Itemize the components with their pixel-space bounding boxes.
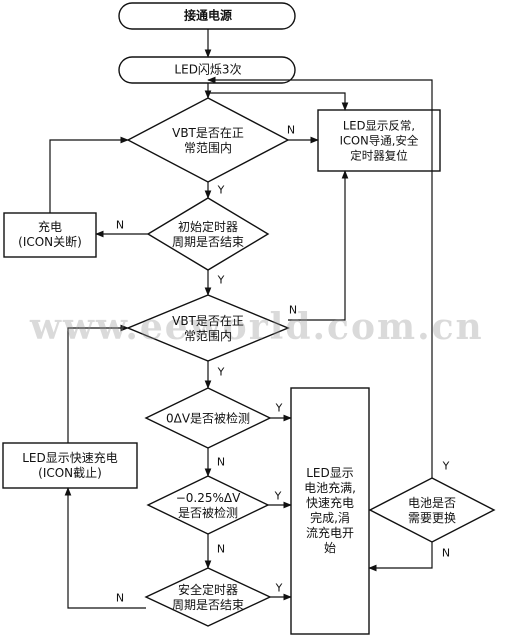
pct-yes-label: Y bbox=[274, 489, 282, 503]
delta-v-label: 0ΔV是否被检测 bbox=[165, 411, 251, 426]
init-yes-label: Y bbox=[217, 273, 225, 287]
battery-replace-label: 电池是否 需要更换 bbox=[407, 496, 457, 525]
edge-abnormal-loop-back bbox=[208, 92, 349, 111]
led-full-label: LED显示 电池充满, 快速充电 完成,涓 流充电开 始 bbox=[304, 466, 356, 555]
edge-safety-no-to-fast bbox=[64, 487, 146, 609]
init-no-label: N bbox=[115, 218, 125, 232]
dv-no-label: N bbox=[216, 455, 226, 469]
safety-timer-label: 安全定时器 周期是否结束 bbox=[171, 583, 245, 612]
safety-timer-diamond bbox=[144, 567, 272, 627]
led-fast-label: LED显示快速充电 (ICON截止) bbox=[22, 451, 118, 480]
replace-yes-label: Y bbox=[442, 459, 450, 473]
led-flash-label: LED闪烁3次 bbox=[174, 62, 242, 77]
vbt2-yes-label: Y bbox=[217, 365, 225, 379]
start-terminal bbox=[118, 2, 296, 30]
led-abnormal-label: LED显示反常, ICON导通,安全 定时器复位 bbox=[339, 118, 419, 163]
edge-fast-back-to-vbt2 bbox=[67, 324, 129, 443]
edge-charge-back-to-vbt1 bbox=[49, 136, 129, 213]
vbt-check1-label: VBT是否在正 常范围内 bbox=[172, 126, 244, 155]
charge-label: 充电 (ICON关断) bbox=[18, 220, 82, 249]
led-full-box bbox=[290, 387, 370, 635]
pct-no-label: N bbox=[216, 542, 226, 556]
edge-replace-yes-loop bbox=[207, 76, 433, 478]
vbt2-no-label: N bbox=[288, 303, 298, 317]
init-timer-label: 初始定时器 周期是否结束 bbox=[171, 220, 245, 249]
led-fast-box bbox=[2, 442, 138, 489]
vbt1-no-label: N bbox=[286, 123, 296, 137]
safety-no-label: N bbox=[115, 591, 125, 605]
dv-yes-label: Y bbox=[275, 401, 283, 415]
vbt1-yes-label: Y bbox=[217, 183, 225, 197]
start-label: 接通电源 bbox=[183, 8, 233, 23]
replace-no-label: N bbox=[441, 546, 451, 560]
vbt-check2-label: VBT是否在正 常范围内 bbox=[172, 314, 244, 343]
delta-pct-label: −0.25%ΔV 是否被检测 bbox=[175, 491, 241, 520]
edge-vbt2-no-to-abnormal bbox=[288, 170, 349, 321]
edge-replace-no-to-full bbox=[368, 542, 433, 572]
led-abnormal-box bbox=[317, 109, 441, 172]
safety-yes-label: Y bbox=[275, 581, 283, 595]
